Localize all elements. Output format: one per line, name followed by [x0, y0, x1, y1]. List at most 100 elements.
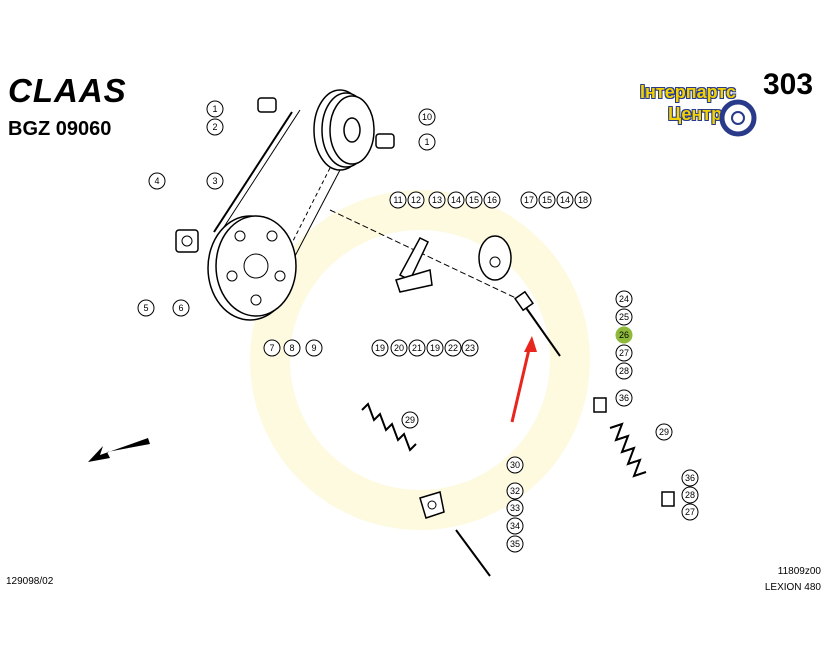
callout-label: 36: [685, 473, 695, 483]
callout-label: 17: [524, 195, 534, 205]
callout-33: 33: [506, 499, 524, 517]
callout-29: 29: [401, 411, 419, 429]
claas-logo: CLAAS: [8, 72, 127, 109]
callout-16: 16: [483, 191, 501, 209]
callout-label: 10: [422, 112, 432, 122]
callout-28: 28: [681, 486, 699, 504]
callout-25: 25: [615, 308, 633, 326]
tension-arm: [329, 209, 561, 357]
callout-label: 30: [510, 460, 520, 470]
callout-label: 36: [619, 393, 629, 403]
direction-arrow-icon: [88, 438, 150, 462]
watermark-line2: Центр: [668, 104, 723, 124]
page-number: 303: [763, 68, 814, 101]
callout-6: 6: [172, 299, 190, 317]
callout-label: 11: [393, 195, 402, 205]
callout-10: 10: [418, 108, 436, 126]
callout-label: 15: [542, 195, 552, 205]
callout-label: 4: [154, 176, 159, 186]
callout-13: 13: [428, 191, 446, 209]
callout-label: 18: [578, 195, 588, 205]
callout-label: 23: [465, 343, 475, 353]
callout-label: 6: [178, 303, 183, 313]
callout-label: 2: [212, 122, 217, 132]
callout-label: 7: [269, 343, 274, 353]
callout-label: 29: [659, 427, 669, 437]
callout-label: 5: [143, 303, 148, 313]
spring-left: [361, 402, 417, 452]
bushing: [257, 97, 277, 113]
callout-15: 15: [538, 191, 556, 209]
callout-label: 29: [405, 415, 415, 425]
diagram-code: BGZ 09060: [8, 118, 112, 140]
callout-12: 12: [407, 191, 425, 209]
callout-23: 23: [461, 339, 479, 357]
callout-label: 22: [448, 343, 458, 353]
callout-27: 27: [681, 503, 699, 521]
callout-label: 28: [685, 490, 695, 500]
callout-label: 28: [619, 366, 629, 376]
callout-label: 3: [212, 176, 217, 186]
callout-24: 24: [615, 290, 633, 308]
callout-label: 27: [685, 507, 695, 517]
callout-label: 12: [411, 195, 421, 205]
callout-14: 14: [556, 191, 574, 209]
gear-icon: [719, 99, 757, 137]
callout-29: 29: [655, 423, 673, 441]
callout-label: 20: [394, 343, 404, 353]
callout-7: 7: [263, 339, 281, 357]
callout-11: 11: [389, 191, 407, 209]
callout-20: 20: [390, 339, 408, 357]
watermark-line1: Інтерпартс: [640, 82, 736, 102]
callout-label: 14: [451, 195, 461, 205]
callout-2: 2: [206, 118, 224, 136]
callout-label: 13: [432, 195, 442, 205]
callout-32: 32: [506, 482, 524, 500]
callout-label: 25: [619, 312, 629, 322]
spring-right: [609, 422, 647, 478]
callout-35: 35: [506, 535, 524, 553]
bushing: [375, 133, 395, 149]
callout-label: 16: [487, 195, 497, 205]
callout-1: 1: [206, 100, 224, 118]
bracket: [419, 491, 445, 519]
callout-5: 5: [137, 299, 155, 317]
bolt-right: [593, 397, 675, 507]
callout-19: 19: [426, 339, 444, 357]
callout-17: 17: [520, 191, 538, 209]
callout-36: 36: [681, 469, 699, 487]
hub: [175, 229, 199, 253]
callout-15: 15: [465, 191, 483, 209]
callout-21: 21: [408, 339, 426, 357]
callout-3: 3: [206, 172, 224, 190]
callout-label: 24: [619, 294, 629, 304]
callout-22: 22: [444, 339, 462, 357]
callout-34: 34: [506, 517, 524, 535]
gear-watermark: [250, 190, 590, 530]
callout-label: 9: [311, 343, 316, 353]
callout-18: 18: [574, 191, 592, 209]
callout-label: 14: [560, 195, 570, 205]
callout-8: 8: [283, 339, 301, 357]
callout-label: 1: [212, 104, 217, 114]
callout-label: 8: [289, 343, 294, 353]
callout-label: 32: [510, 486, 520, 496]
callout-label: 15: [469, 195, 479, 205]
upper-pulley: [313, 89, 375, 171]
callout-27: 27: [615, 344, 633, 362]
callout-label: 33: [510, 503, 520, 513]
callout-label: 21: [412, 343, 422, 353]
reference-code: 11809z00: [777, 566, 821, 577]
figure-number: 129098/02: [6, 576, 54, 587]
callout-26: 26: [615, 326, 633, 344]
pointer-arrow-icon: [510, 336, 537, 423]
callout-label: 27: [619, 348, 629, 358]
callout-label: 26: [619, 330, 629, 340]
callout-28: 28: [615, 362, 633, 380]
callout-label: 34: [510, 521, 520, 531]
callout-9: 9: [305, 339, 323, 357]
callout-14: 14: [447, 191, 465, 209]
callout-30: 30: [506, 456, 524, 474]
